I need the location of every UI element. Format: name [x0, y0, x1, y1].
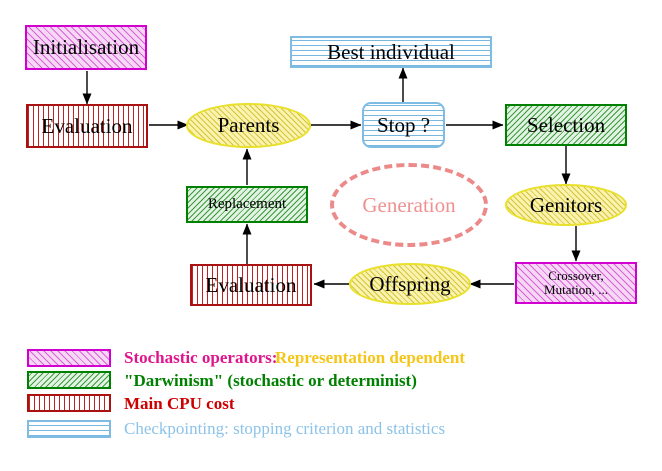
node-crossover-mutation-label-line2: Mutation, ... — [544, 282, 608, 297]
legend-label-darwinism: "Darwinism" (stochastic or determinist) — [124, 371, 417, 390]
legend-swatch-stochastic-operators — [27, 349, 111, 367]
legend-label-stochastic-operators: Stochastic operators: — [124, 348, 278, 367]
node-replacement[interactable]: Replacement — [186, 186, 308, 223]
legend-label-main-cpu-cost: Main CPU cost — [124, 394, 235, 413]
node-initialisation-label: Initialisation — [32, 35, 140, 60]
node-offspring-label: Offspring — [369, 271, 451, 296]
node-evaluation-top-label: Evaluation — [41, 113, 133, 138]
node-best-individual-label: Best individual — [327, 39, 455, 64]
node-best-individual[interactable]: Best individual — [290, 36, 492, 68]
node-crossover-mutation-label-line1: Crossover, — [548, 268, 604, 284]
node-evaluation-bottom[interactable]: Evaluation — [190, 264, 312, 306]
node-parents[interactable]: Parents — [186, 103, 311, 148]
node-genitors[interactable]: Genitors — [505, 184, 627, 226]
node-selection[interactable]: Selection — [505, 104, 627, 146]
node-genitors-label: Genitors — [529, 192, 603, 217]
legend-swatch-main-cpu-cost — [27, 394, 111, 412]
legend-label-checkpointing: Checkpointing: stopping criterion and st… — [124, 419, 446, 438]
node-stop[interactable]: Stop ? — [362, 102, 445, 148]
legend-swatch-darwinism — [27, 371, 111, 389]
node-replacement-label: Replacement — [207, 195, 287, 212]
node-selection-label: Selection — [526, 112, 606, 137]
node-parents-label: Parents — [217, 113, 280, 138]
legend-label-representation-dependent: Representation dependent — [275, 348, 465, 367]
node-generation: Generation — [330, 163, 488, 247]
node-evaluation-bottom-label: Evaluation — [205, 272, 297, 297]
node-generation-label: Generation — [362, 192, 456, 217]
node-initialisation[interactable]: Initialisation — [25, 25, 147, 70]
node-crossover-mutation[interactable]: Crossover, Mutation, ... — [515, 262, 637, 304]
legend-swatch-checkpointing — [27, 420, 111, 438]
node-evaluation-top[interactable]: Evaluation — [26, 104, 148, 148]
node-stop-label: Stop ? — [376, 112, 431, 137]
node-offspring[interactable]: Offspring — [349, 263, 471, 305]
